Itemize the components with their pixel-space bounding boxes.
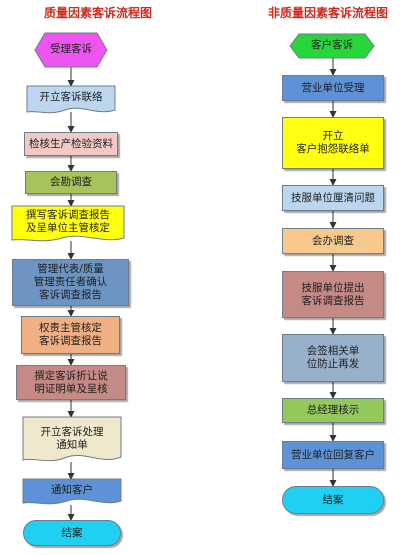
right-node-label: 会办调查 — [312, 234, 354, 247]
right-node-tech-service-report: 技服单位提出 客诉调查报告 — [282, 271, 384, 318]
right-start-node: 客户客诉 — [289, 33, 375, 59]
right-node-joint-investigation: 会办调查 — [282, 228, 384, 254]
right-node-open-complaint-form: 开立 客户抱怨联络单 — [282, 117, 384, 169]
left-start-label: 受理客诉 — [50, 43, 92, 55]
left-node-management-rep-confirm: 管理代表/质量 管理责任者确认 客诉调查报告 — [12, 259, 129, 306]
right-node-label: 总经理核示 — [306, 404, 360, 416]
left-node-label: 会勘调查 — [50, 176, 92, 188]
left-node-open-handling-notice: 开立客诉处理 通知单 — [22, 416, 122, 465]
left-node-label: 撰定客诉折让说 明证明单及呈核 — [34, 369, 108, 395]
left-node-open-complaint-contact: 开立客诉联络 — [26, 85, 116, 116]
right-node-sales-reply-customer: 营业单位回复客户 — [282, 441, 384, 469]
left-node-label: 开立客诉联络 — [39, 91, 103, 103]
left-flowchart-title: 质量因素客诉流程图 — [44, 6, 153, 20]
left-node-joint-inspection: 会勘调查 — [25, 171, 117, 194]
left-node-notify-customer: 通知客户 — [22, 478, 122, 507]
right-node-label: 会签相关单 位防止再发 — [306, 345, 360, 370]
left-end-node: 结案 — [23, 520, 121, 546]
right-node-label: 营业单位受理 — [301, 81, 365, 94]
left-node-check-production-records: 检核生产检验资料 — [24, 132, 118, 156]
right-node-label: 营业单位回复客户 — [291, 448, 375, 461]
right-node-label: 开立 客户抱怨联络单 — [296, 130, 370, 155]
right-end-label: 结案 — [322, 493, 344, 506]
right-node-label: 技服单位厘清问题 — [291, 191, 375, 204]
left-node-authority-approve-report: 权责主管核定 客诉调查报告 — [21, 316, 120, 354]
left-node-label: 开立客诉处理 通知单 — [40, 426, 104, 451]
left-node-write-investigation-report: 撰写客诉调查报告 及呈单位主管核定 — [11, 205, 125, 244]
left-node-label: 检核生产检验资料 — [29, 137, 113, 150]
left-node-draft-discount-certificate: 撰定客诉折让说 明证明单及呈核 — [16, 365, 126, 400]
right-node-countersign-prevention: 会签相关单 位防止再发 — [282, 334, 384, 382]
left-node-label: 权责主管核定 客诉调查报告 — [39, 322, 102, 347]
right-node-label: 技服单位提出 客诉调查报告 — [301, 281, 365, 307]
right-end-node: 结案 — [282, 486, 384, 514]
right-flowchart-title: 非质量因素客诉流程图 — [268, 6, 389, 20]
left-node-label: 通知客户 — [51, 484, 93, 496]
right-node-sales-unit-accept: 营业单位受理 — [282, 75, 384, 101]
right-start-label: 客户客诉 — [311, 39, 353, 51]
left-node-label: 管理代表/质量 管理责任者确认 客诉调查报告 — [33, 263, 108, 301]
left-start-node: 受理客诉 — [34, 32, 108, 68]
left-node-label: 撰写客诉调查报告 及呈单位主管核定 — [26, 209, 110, 234]
right-node-general-manager-review: 总经理核示 — [282, 398, 384, 423]
right-node-tech-service-clarify: 技服单位厘清问题 — [282, 185, 384, 211]
left-end-label: 结案 — [61, 526, 83, 539]
